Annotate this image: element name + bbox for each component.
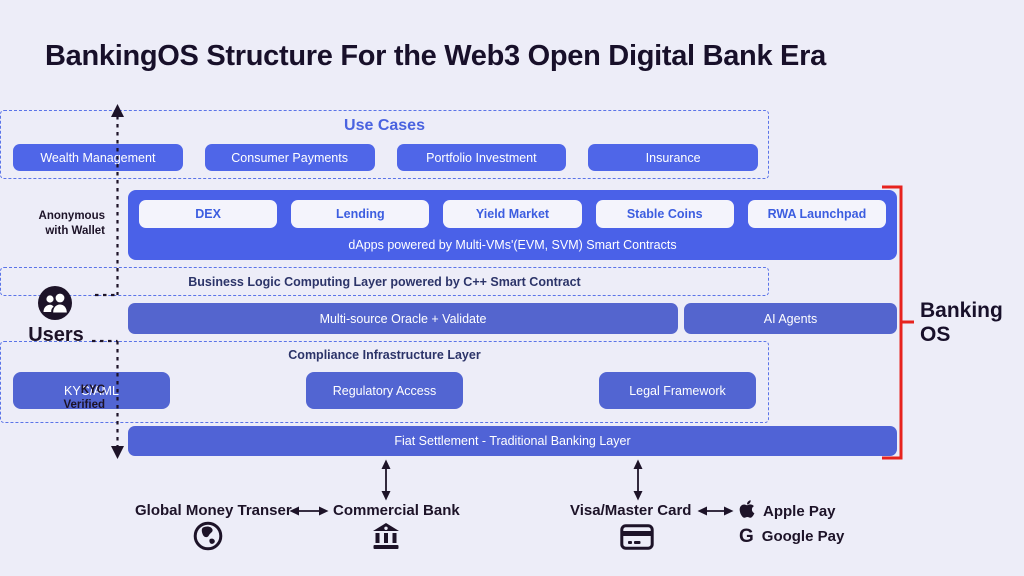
page-title: BankingOS Structure For the Web3 Open Di… (45, 40, 826, 72)
fiat-to-commercial-bank-arrow (381, 459, 391, 501)
banking-os-label: Banking OS (920, 299, 1003, 347)
compliance-heading: Compliance Infrastructure Layer (288, 348, 481, 362)
commercial-bank-label: Commercial Bank (333, 502, 460, 519)
global-money-transfer-label: Global Money Transer (135, 502, 292, 519)
compliance-layer: Compliance Infrastructure Layer KYC/AML … (0, 341, 769, 423)
google-pay-label: Google Pay (761, 528, 845, 545)
business-logic-layer: Business Logic Computing Layer powered b… (0, 267, 769, 296)
use-case-insurance: Insurance (588, 144, 758, 171)
users-icon (37, 285, 73, 321)
dapp-dex: DEX (139, 200, 278, 228)
global-to-commercial-arrow (289, 506, 329, 516)
compliance-regulatory-access: Regulatory Access (306, 372, 463, 409)
dapps-layer: DEX Lending Yield Market Stable Coins RW… (128, 190, 897, 260)
credit-card-icon (620, 524, 654, 555)
google-pay-item: G Google Pay (739, 527, 844, 546)
apple-pay-label: Apple Pay (763, 503, 836, 520)
use-case-wealth-management: Wealth Management (13, 144, 183, 171)
globe-icon (193, 521, 223, 556)
compliance-kyc-aml: KYC/AML (13, 372, 170, 409)
google-g-icon: G (739, 526, 754, 547)
anonymous-with-wallet-label: Anonymous with Wallet (38, 210, 105, 237)
visa-to-pay-arrow (697, 506, 734, 516)
visa-master-card-label: Visa/Master Card (570, 502, 692, 519)
dapp-lending: Lending (291, 200, 430, 228)
apple-icon (739, 499, 755, 524)
apple-pay-item: Apple Pay (739, 499, 836, 524)
use-case-portfolio-investment: Portfolio Investment (396, 144, 567, 171)
dapp-stable-coins: Stable Coins (595, 200, 734, 228)
dapp-yield-market: Yield Market (443, 200, 582, 228)
fiat-settlement-bar: Fiat Settlement - Traditional Banking La… (128, 426, 897, 456)
use-cases-row: Wealth Management Consumer Payments Port… (13, 144, 758, 171)
dapps-caption: dApps powered by Multi-VMs'(EVM, SVM) Sm… (348, 238, 677, 252)
bank-icon (371, 521, 401, 556)
fiat-to-visa-card-arrow (633, 459, 643, 501)
dapp-rwa-launchpad: RWA Launchpad (747, 200, 887, 228)
use-cases-layer: Use Cases Wealth Management Consumer Pay… (0, 110, 769, 179)
users-label: Users (28, 324, 84, 346)
compliance-legal-framework: Legal Framework (599, 372, 756, 409)
use-case-consumer-payments: Consumer Payments (204, 144, 375, 171)
dapps-row: DEX Lending Yield Market Stable Coins RW… (139, 200, 887, 228)
multi-source-oracle-bar: Multi-source Oracle + Validate (128, 303, 678, 334)
use-cases-heading: Use Cases (344, 117, 425, 134)
oracle-ai-row: Multi-source Oracle + Validate AI Agents (128, 303, 897, 334)
compliance-row: KYC/AML Regulatory Access Legal Framewor… (13, 372, 756, 409)
kyc-verified-label: KYC Verified (63, 384, 105, 411)
ai-agents-bar: AI Agents (684, 303, 897, 334)
business-logic-label: Business Logic Computing Layer powered b… (188, 274, 581, 289)
